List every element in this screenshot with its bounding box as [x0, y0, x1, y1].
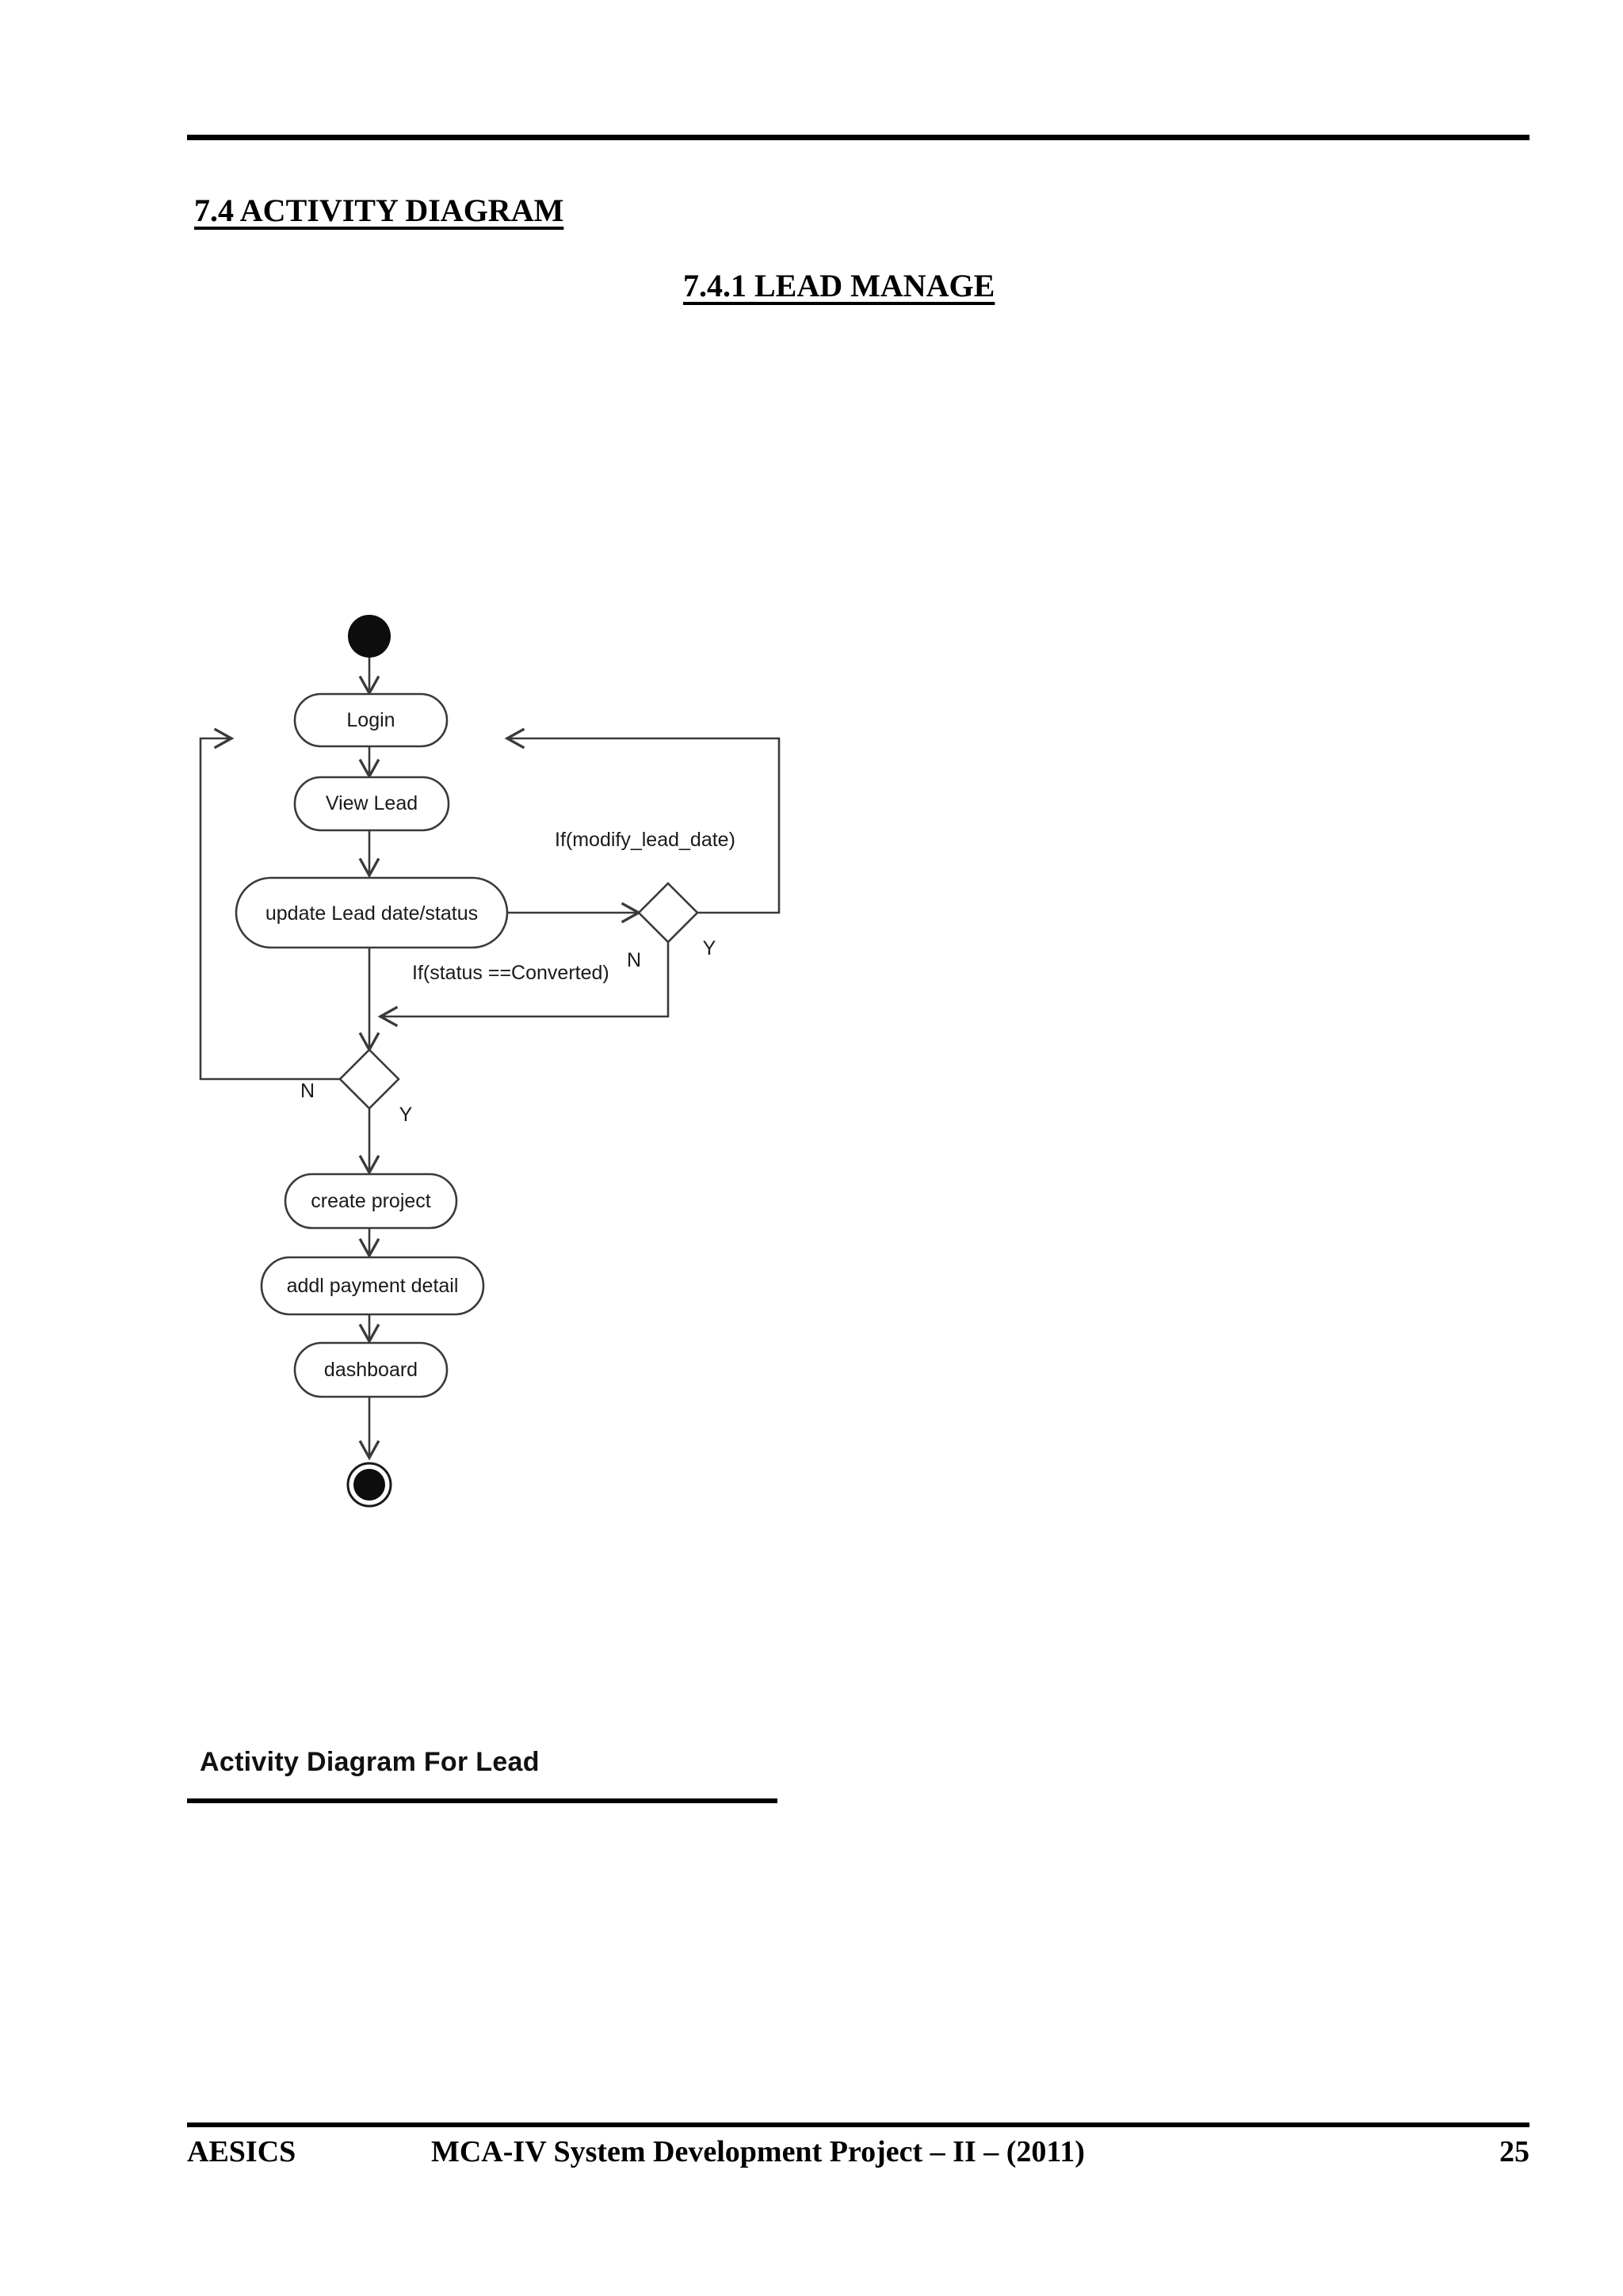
edge-decision2-no-viewlead: [199, 727, 340, 1081]
action-node-create-project: create project: [284, 1173, 458, 1230]
page-title: 7.4 ACTIVITY DIAGRAM: [194, 193, 564, 228]
footer-title: MCA-IV System Development Project – II –…: [431, 2135, 1085, 2168]
initial-node-icon: [348, 615, 391, 658]
action-node-addl-payment-detail: addl payment detail: [260, 1256, 485, 1316]
footer-rule: [187, 2122, 1529, 2127]
action-node-view-lead-label: View Lead: [326, 792, 418, 814]
subsection-title: 7.4.1 LEAD MANAGE: [683, 268, 995, 303]
action-node-login-label: Login: [346, 709, 395, 731]
footer-page-number: 25: [1499, 2135, 1529, 2168]
final-node-inner-dot: [353, 1469, 385, 1501]
final-node-group: [346, 1396, 392, 1508]
decision2-yes-label: Y: [399, 1104, 413, 1126]
action-node-update-lead: update Lead date/status: [235, 876, 509, 949]
action-node-dashboard: dashboard: [293, 1341, 449, 1398]
action-node-dashboard-label: dashboard: [324, 1359, 418, 1381]
action-node-addl-payment-detail-label: addl payment detail: [287, 1275, 459, 1297]
action-node-create-project-label: create project: [311, 1190, 431, 1212]
action-node-update-lead-label: update Lead date/status: [265, 902, 478, 925]
page-footer: AESICS MCA-IV System Development Project…: [187, 2134, 1529, 2190]
action-node-view-lead: View Lead: [293, 776, 450, 832]
decision-node-status-converted: [338, 1048, 400, 1110]
action-node-login: Login: [293, 692, 449, 748]
caption-rule: [187, 1798, 777, 1803]
diagram-caption: Activity Diagram For Lead: [200, 1747, 540, 1777]
decision-node-modify-lead-date-label: If(modify_lead_date): [555, 829, 735, 851]
final-node-outer-ring: [346, 1462, 392, 1508]
decision2-no-label: N: [300, 1080, 315, 1102]
decision-node-modify-lead-date: [637, 882, 699, 944]
footer-organization: AESICS: [187, 2135, 296, 2168]
activity-diagram: Login View Lead update Lead date/status …: [0, 380, 872, 1410]
edge-decision1-no-merge: [377, 942, 670, 1028]
decision-node-status-converted-label: If(status ==Converted): [412, 962, 609, 984]
header-rule: [187, 135, 1529, 140]
edge-decision1-yes-viewlead: [504, 727, 781, 914]
decision1-yes-label: Y: [703, 937, 716, 959]
decision1-no-label: N: [627, 949, 641, 971]
